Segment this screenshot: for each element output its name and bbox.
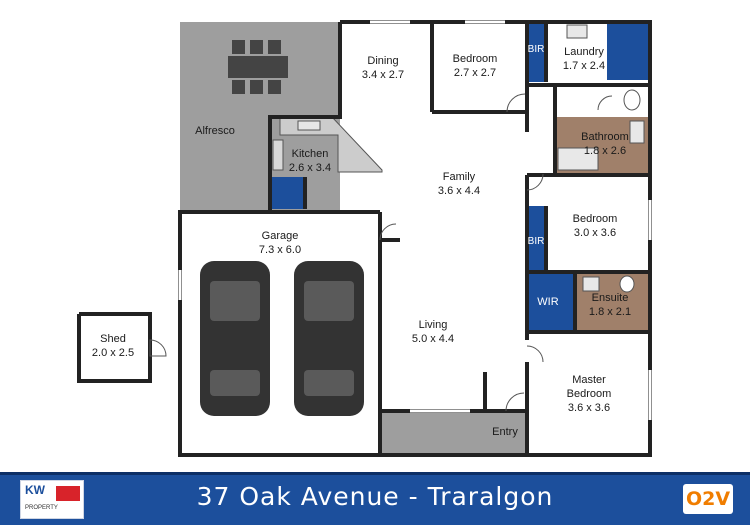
bedroom2-size: 2.7 x 2.7 — [454, 67, 496, 79]
master-label: Master — [572, 374, 606, 386]
toilet-icon — [623, 89, 641, 111]
garage-size: 7.3 x 6.0 — [259, 244, 301, 256]
laundry-cupboard-fill — [607, 22, 649, 80]
ensuite-size: 1.8 x 2.1 — [589, 306, 631, 318]
bir1-fill — [527, 22, 546, 82]
agency-logo-accent — [56, 486, 80, 501]
pantry-fill — [270, 177, 305, 209]
shed-size: 2.0 x 2.5 — [92, 347, 134, 359]
kitchen-bench — [279, 116, 383, 173]
agency-logo-text: KW — [25, 483, 45, 497]
bathroom-size: 1.8 x 2.6 — [584, 145, 626, 157]
floor-plan: Alfresco Dining 3.4 x 2.7 Bedroom 2.7 x … — [77, 20, 652, 457]
entry-porch — [380, 411, 525, 455]
wir-label: WIR — [537, 296, 558, 308]
family-size: 3.6 x 4.4 — [438, 185, 480, 197]
property-address: 37 Oak Avenue - Traralgon — [196, 482, 554, 511]
bir2-fill — [527, 206, 546, 272]
agency-logo: KW PROPERTY — [20, 480, 84, 519]
family-label: Family — [443, 171, 476, 183]
ensuite-toilet-icon — [619, 275, 635, 293]
alfresco-label: Alfresco — [195, 125, 235, 137]
brand-logo: O2V — [683, 484, 733, 514]
bedroom3-size: 3.0 x 3.6 — [574, 227, 616, 239]
stovetop-icon — [272, 139, 284, 171]
wir-fill — [527, 272, 575, 332]
outdoor-table-icon — [228, 40, 288, 94]
basin-icon — [629, 120, 645, 144]
living-label: Living — [419, 319, 448, 331]
dining-label: Dining — [367, 55, 398, 67]
entry-label: Entry — [492, 426, 518, 438]
sink-icon — [297, 120, 321, 131]
bedroom3-label: Bedroom — [573, 213, 618, 225]
bedroom2-label: Bedroom — [453, 53, 498, 65]
dining-size: 3.4 x 2.7 — [362, 69, 404, 81]
master-label-line2: Bedroom — [567, 388, 612, 400]
kitchen-label: Kitchen — [292, 148, 329, 160]
bathtub-icon — [557, 147, 599, 171]
bathroom-label: Bathroom — [581, 131, 629, 143]
footer-band — [0, 472, 750, 475]
bir2-label: BIR — [528, 236, 545, 247]
laundry-label: Laundry — [564, 46, 604, 58]
car-icon — [294, 261, 364, 416]
garage-label: Garage — [262, 230, 299, 242]
living-size: 5.0 x 4.4 — [412, 333, 454, 345]
master-size: 3.6 x 3.6 — [568, 402, 610, 414]
laundry-size: 1.7 x 2.4 — [563, 60, 605, 72]
walls — [77, 20, 652, 457]
door-swings — [149, 93, 613, 412]
kitchen-size: 2.6 x 3.4 — [289, 162, 331, 174]
shed-label: Shed — [100, 333, 126, 345]
ensuite-shower-icon — [582, 276, 600, 292]
agency-logo-subtext: PROPERTY — [25, 505, 58, 511]
openings — [178, 20, 652, 420]
ensuite-label: Ensuite — [592, 292, 629, 304]
laundry-tub-icon — [566, 24, 588, 39]
car-icon — [200, 261, 270, 416]
bir1-label: BIR — [528, 44, 545, 55]
footer-bar: KW PROPERTY 37 Oak Avenue - Traralgon O2… — [0, 472, 750, 525]
